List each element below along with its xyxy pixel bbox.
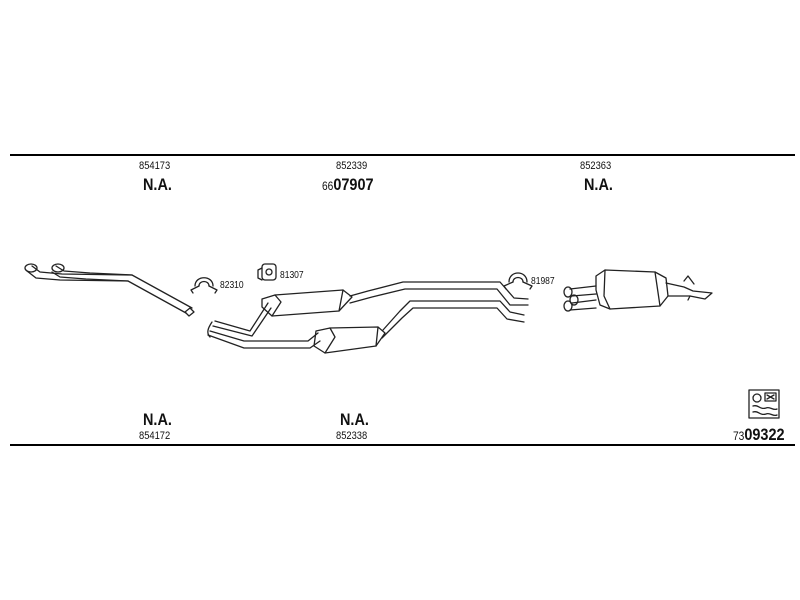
exhaust-kit-icon xyxy=(748,389,780,419)
mount-label: 81307 xyxy=(280,270,304,281)
kit-code-bottom-prefix: 73 xyxy=(733,429,745,443)
part-number-center-muffler: 852338 xyxy=(336,430,368,442)
bottom-divider xyxy=(10,444,795,446)
clamp-label-2: 81987 xyxy=(531,276,555,287)
clamp-label-1: 82310 xyxy=(220,280,244,291)
na-front-pipe-right: N.A. xyxy=(143,175,172,194)
part-number-front-pipe-right: 854173 xyxy=(139,160,171,172)
kit-code-middle-main: 07907 xyxy=(333,175,374,194)
na-front-pipe-left: N.A. xyxy=(143,410,172,429)
kit-code-middle: 6607907 xyxy=(322,175,374,195)
pipe-clamp-icon xyxy=(503,272,533,290)
middle-section xyxy=(207,281,529,354)
rubber-mount-icon xyxy=(257,263,277,281)
kit-code-middle-prefix: 66 xyxy=(322,179,334,193)
part-number-middle-muffler: 852339 xyxy=(336,160,368,172)
rear-muffler xyxy=(563,269,713,312)
part-number-rear-muffler: 852363 xyxy=(580,160,612,172)
top-divider xyxy=(10,154,795,156)
na-rear-muffler: N.A. xyxy=(584,175,613,194)
na-center-muffler: N.A. xyxy=(340,410,369,429)
kit-code-bottom-main: 09322 xyxy=(744,425,785,444)
front-downpipes xyxy=(24,263,195,317)
part-number-front-pipe-left: 854172 xyxy=(139,430,171,442)
kit-code-bottom: 7309322 xyxy=(733,425,785,445)
pipe-clamp-icon xyxy=(190,277,218,294)
